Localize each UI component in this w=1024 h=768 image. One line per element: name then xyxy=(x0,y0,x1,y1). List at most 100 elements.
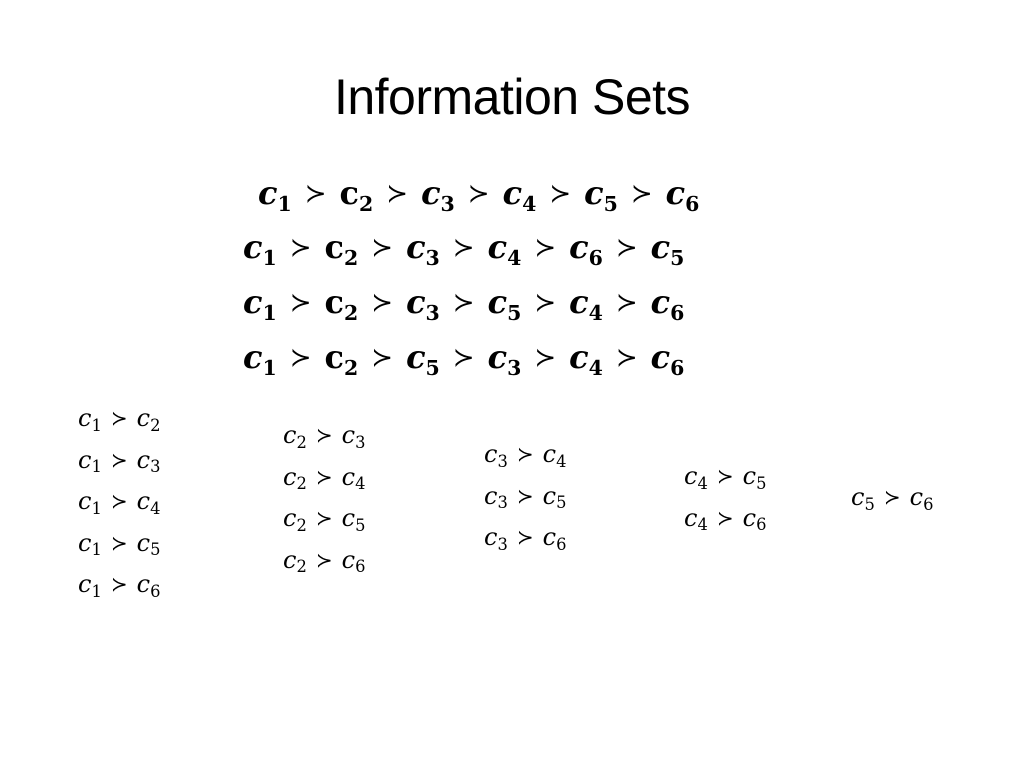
candidate-term: c2 xyxy=(339,174,374,216)
candidate-letter: c xyxy=(339,174,360,212)
pairwise-comparison: c2≻c3 xyxy=(283,415,365,457)
succeeds-symbol: ≻ xyxy=(371,343,394,373)
candidate-letter: c xyxy=(243,283,263,321)
candidate-index: 3 xyxy=(497,534,508,554)
candidate-letter: c xyxy=(341,462,356,491)
candidate-index: 2 xyxy=(296,432,307,452)
succeeds-symbol: ≻ xyxy=(315,423,333,447)
candidate-letter: c xyxy=(542,481,557,510)
pairwise-comparison: c3≻c6 xyxy=(484,517,566,559)
candidate-letter: c xyxy=(324,283,345,321)
candidate-term: c1 xyxy=(243,228,277,270)
candidate-index: 1 xyxy=(262,245,277,270)
candidate-letter: c xyxy=(283,504,297,532)
candidate-index: 2 xyxy=(296,515,307,535)
candidate-index: 4 xyxy=(150,498,161,518)
candidate-index: 3 xyxy=(425,300,440,325)
succeeds-symbol: ≻ xyxy=(549,179,572,209)
candidate-index: 5 xyxy=(756,473,767,493)
candidate-term: c3 xyxy=(406,228,440,270)
candidate-letter: c xyxy=(684,503,698,532)
candidate-letter: c xyxy=(341,421,356,449)
succeeds-symbol: ≻ xyxy=(516,442,534,466)
candidate-letter: c xyxy=(78,570,92,598)
pairwise-comparison: c3≻c5 xyxy=(484,476,566,518)
candidate-index: 4 xyxy=(522,191,537,216)
succeeds-symbol: ≻ xyxy=(452,288,475,318)
candidate-letter: c xyxy=(283,462,297,491)
candidate-index: 5 xyxy=(150,540,161,560)
candidate-letter: c xyxy=(406,283,426,321)
candidate-index: 4 xyxy=(697,473,708,493)
candidate-index: 2 xyxy=(296,557,307,577)
candidate-index: 1 xyxy=(91,540,102,560)
candidate-letter: c xyxy=(742,462,757,490)
succeeds-symbol: ≻ xyxy=(716,505,734,530)
candidate-term: c5 xyxy=(406,338,440,380)
preference-ordering-2: c1≻c2≻c3≻c4≻c6≻c5 xyxy=(243,220,684,274)
candidate-term: c5 xyxy=(584,174,618,216)
candidate-index: 4 xyxy=(697,515,708,535)
candidate-index: 4 xyxy=(507,245,522,270)
candidate-letter: c xyxy=(487,338,508,376)
succeeds-symbol: ≻ xyxy=(371,288,394,318)
candidate-letter: c xyxy=(650,338,671,376)
candidate-index: 6 xyxy=(923,494,934,514)
candidate-index: 4 xyxy=(588,355,603,380)
candidate-term: c1 xyxy=(258,174,292,216)
candidate-term: c2 xyxy=(324,283,359,325)
candidate-index: 6 xyxy=(756,515,767,535)
candidate-letter: c xyxy=(136,570,151,598)
pairwise-comparison: c4≻c6 xyxy=(684,498,766,540)
succeeds-symbol: ≻ xyxy=(516,525,534,549)
candidate-letter: c xyxy=(851,483,865,511)
candidate-index: 1 xyxy=(91,581,102,601)
candidate-index: 2 xyxy=(344,300,359,325)
succeeds-symbol: ≻ xyxy=(630,179,653,209)
candidate-letter: c xyxy=(487,283,508,321)
candidate-letter: c xyxy=(484,523,498,551)
candidate-index: 3 xyxy=(497,451,508,471)
candidate-letter: c xyxy=(136,445,151,474)
candidate-index: 3 xyxy=(425,245,440,270)
candidate-index: 3 xyxy=(507,355,522,380)
candidate-index: 3 xyxy=(497,493,508,513)
candidate-term: c4 xyxy=(503,174,537,216)
succeeds-symbol: ≻ xyxy=(615,343,638,373)
candidate-letter: c xyxy=(341,504,356,532)
pairwise-comparison: c1≻c4 xyxy=(78,481,160,523)
candidate-letter: c xyxy=(78,487,92,515)
succeeds-symbol: ≻ xyxy=(534,233,557,263)
succeeds-symbol: ≻ xyxy=(110,406,128,430)
candidate-letter: c xyxy=(421,174,441,212)
succeeds-symbol: ≻ xyxy=(289,233,312,263)
succeeds-symbol: ≻ xyxy=(289,288,312,318)
preference-ordering-3: c1≻c2≻c3≻c5≻c4≻c6 xyxy=(243,275,684,329)
candidate-letter: c xyxy=(650,228,671,266)
candidate-term: c6 xyxy=(650,338,685,380)
candidate-index: 2 xyxy=(150,415,161,435)
candidate-term: c2 xyxy=(325,338,359,380)
candidate-letter: c xyxy=(136,528,151,557)
candidate-letter: c xyxy=(406,338,426,376)
candidate-index: 3 xyxy=(150,457,161,477)
succeeds-symbol: ≻ xyxy=(615,233,638,263)
succeeds-symbol: ≻ xyxy=(467,179,490,209)
succeeds-symbol: ≻ xyxy=(534,343,557,373)
candidate-index: 1 xyxy=(262,300,277,325)
candidate-index: 1 xyxy=(91,457,102,477)
candidate-index: 2 xyxy=(296,474,307,494)
succeeds-symbol: ≻ xyxy=(110,447,128,472)
succeeds-symbol: ≻ xyxy=(386,179,409,209)
candidate-term: c6 xyxy=(651,283,685,325)
succeeds-symbol: ≻ xyxy=(289,343,312,373)
pairwise-comparison: c1≻c6 xyxy=(78,564,160,606)
slide-title: Information Sets xyxy=(333,69,691,125)
pairwise-comparison: c4≻c5 xyxy=(684,456,766,498)
pairwise-comparison: c1≻c2 xyxy=(78,398,160,440)
candidate-letter: c xyxy=(78,404,92,432)
candidate-term: c3 xyxy=(421,174,455,216)
